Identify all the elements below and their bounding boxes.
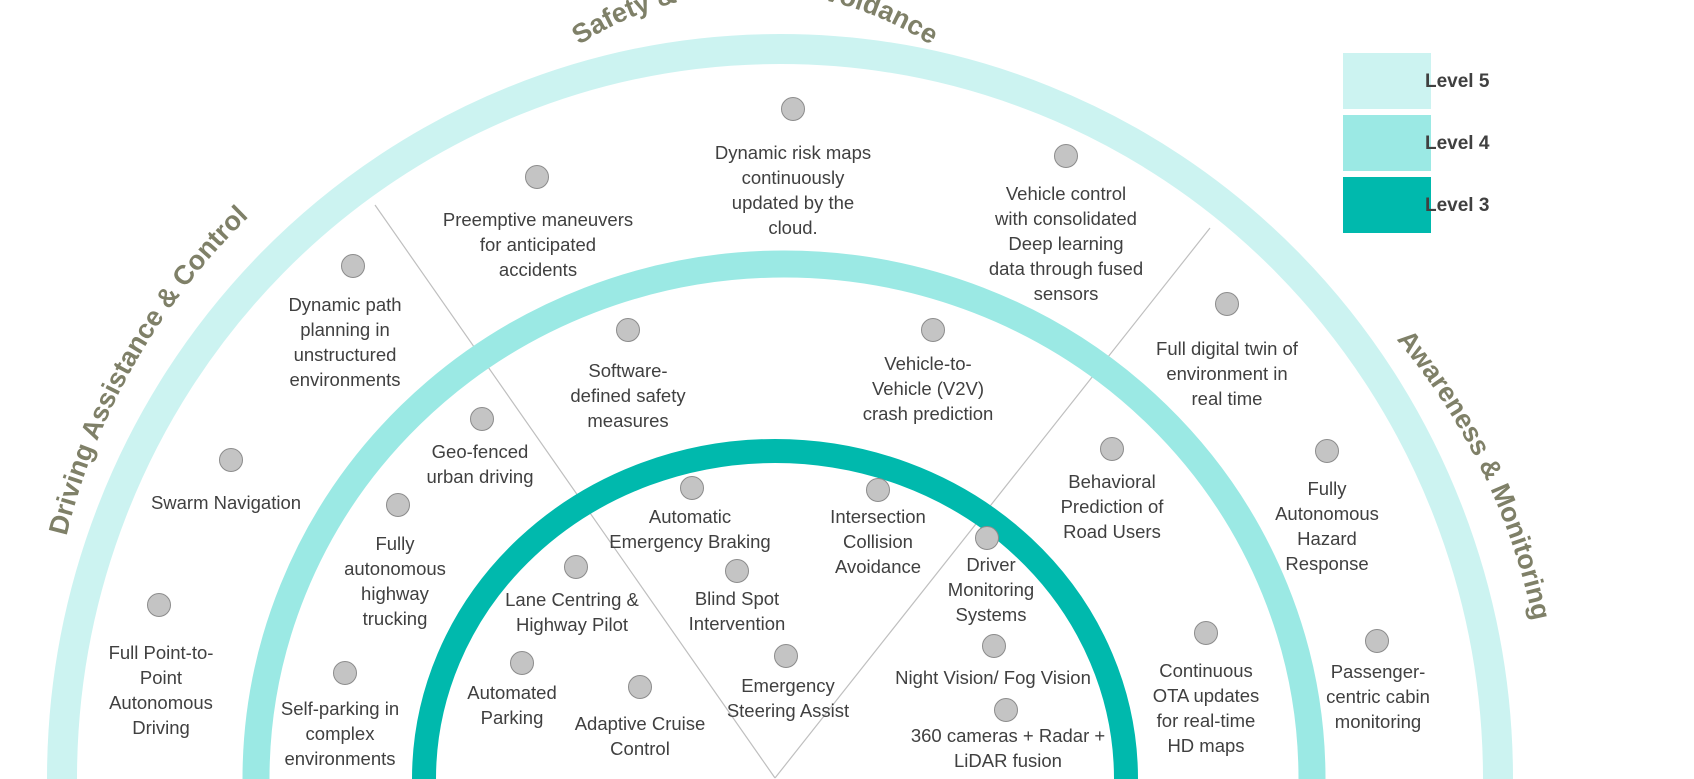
feature-label: Full digital twin of environment in real… (1156, 338, 1298, 409)
feature-dot (921, 318, 945, 342)
feature-label: Fully autonomous highway trucking (344, 533, 446, 629)
feature-dot (386, 493, 410, 517)
feature-dot (1194, 621, 1218, 645)
legend-swatch-level4 (1343, 115, 1431, 171)
divider-left (374, 204, 776, 779)
divider-right (774, 227, 1211, 779)
feature-label: Automated Parking (467, 682, 557, 728)
feature-dot (1215, 292, 1239, 316)
feature-label: Vehicle control with consolidated Deep l… (988, 183, 1144, 304)
legend-swatch-level3 (1343, 177, 1431, 233)
feature-dot (470, 407, 494, 431)
feature-dot (616, 318, 640, 342)
feature-label: Driver Monitoring Systems (947, 554, 1035, 625)
level5-arc (47, 34, 1513, 779)
feature-dot (725, 559, 749, 583)
feature-dot (982, 634, 1006, 658)
feature-label: 360 cameras + Radar + LiDAR fusion (910, 725, 1106, 771)
feature-label: Vehicle-to- Vehicle (V2V) crash predicti… (862, 353, 994, 424)
level3-arc (412, 439, 1138, 779)
feature-label: Geo-fenced urban driving (426, 441, 534, 487)
feature-dot (333, 661, 357, 685)
feature-label: Software- defined safety measures (570, 360, 686, 431)
feature-dot (1100, 437, 1124, 461)
feature-label: Emergency Steering Assist (726, 675, 850, 721)
feature-dot (781, 97, 805, 121)
feature-dot (994, 698, 1018, 722)
feature-label: Passenger- centric cabin monitoring (1326, 661, 1430, 732)
feature-label: Intersection Collision Avoidance (830, 506, 926, 577)
legend-swatch-level5 (1343, 53, 1431, 109)
feature-dot (525, 165, 549, 189)
feature-label: Night Vision/ Fog Vision (895, 667, 1091, 688)
feature-label: Continuous OTA updates for real-time HD … (1152, 660, 1260, 756)
feature-label: Blind Spot Intervention (688, 588, 786, 634)
legend-label-level5: Level 5 (1425, 71, 1490, 92)
feature-label: Full Point-to- Point Autonomous Driving (108, 642, 214, 738)
feature-label: Adaptive Cruise Control (574, 713, 706, 759)
feature-dot (341, 254, 365, 278)
feature-label: Dynamic risk maps continuously updated b… (714, 142, 872, 238)
feature-label: Automatic Emergency Braking (609, 506, 771, 552)
legend-label-level4: Level 4 (1425, 133, 1490, 154)
feature-label: Behavioral Prediction of Road Users (1060, 471, 1164, 542)
feature-dot (774, 644, 798, 668)
feature-label: Lane Centring & Highway Pilot (505, 589, 639, 635)
feature-dot (866, 478, 890, 502)
level4-arc (242, 250, 1326, 779)
feature-dot (975, 526, 999, 550)
feature-dot (219, 448, 243, 472)
legend-label-level3: Level 3 (1425, 195, 1490, 216)
feature-dot (680, 476, 704, 500)
feature-label: Preemptive maneuvers for anticipated acc… (442, 209, 634, 280)
feature-label: Swarm Navigation (150, 492, 302, 513)
feature-dot (1054, 144, 1078, 168)
feature-label: Fully Autonomous Hazard Response (1275, 478, 1379, 574)
feature-dot (147, 593, 171, 617)
feature-label: Self-parking in complex environments (280, 698, 400, 769)
feature-dot (510, 651, 534, 675)
feature-label: Dynamic path planning in unstructured en… (288, 294, 402, 390)
category-title-left: Driving Assistance & Control (43, 200, 253, 538)
feature-dot (1365, 629, 1389, 653)
feature-dot (628, 675, 652, 699)
feature-dot (564, 555, 588, 579)
feature-dot (1315, 439, 1339, 463)
